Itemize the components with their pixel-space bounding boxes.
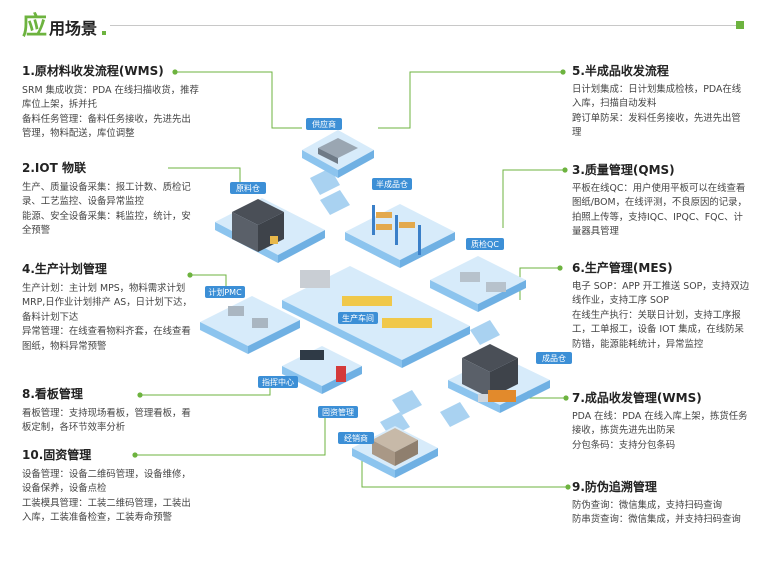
tag-raw-warehouse-text: 原料仓 <box>236 183 260 193</box>
section-line: 日计划集成：日计划集成检核，PDA在线入库，扫描自动发料 <box>572 84 742 110</box>
section-line: 防伪查询：微信集成，支持扫码查询 <box>572 500 723 511</box>
section-line: 能源、安全设备采集：耗监控，统计，安全预警 <box>22 210 191 237</box>
section-line: 生产、质量设备采集：报工计数、质检记录、工艺监控、设备异常监控 <box>22 182 191 208</box>
title-rest: 用场景 <box>49 19 98 38</box>
tag-pmc: 计划PMC <box>205 286 245 298</box>
section-line: 工装模具管理：工装二维码管理，工装出入库，工装准备检查，工装寿命预警 <box>22 497 191 524</box>
top-corner-square <box>736 21 744 29</box>
section-heading: 3.质量管理(QMS) <box>572 163 675 177</box>
tag-supplier: 供应商 <box>306 118 342 130</box>
tag-qc-text: 质检QC <box>471 239 499 249</box>
tag-pmc-text: 计划PMC <box>208 287 242 297</box>
section-fixed-assets: 10.固资管理 设备管理：设备二维码管理，设备维修，设备保养，设备点检 工装模具… <box>22 448 200 526</box>
section-heading: 6.生产管理(MES) <box>572 261 673 275</box>
platform-qc <box>430 256 526 312</box>
tag-finished-warehouse: 成品仓 <box>536 352 572 364</box>
top-divider <box>110 25 738 26</box>
section-anti-counterfeit: 9.防伪追溯管理 防伪查询：微信集成，支持扫码查询 防串货查询：微信集成，并支持… <box>572 480 750 528</box>
tag-raw-warehouse: 原料仓 <box>230 182 266 194</box>
tag-command-center-text: 指挥中心 <box>262 377 294 387</box>
section-line: 分包条码：支持分包条码 <box>572 439 676 451</box>
section-production-planning: 4.生产计划管理 生产计划：主计划 MPS，物料需求计划 MRP,日作业计划排产… <box>22 262 200 354</box>
section-heading: 4.生产计划管理 <box>22 262 107 276</box>
section-heading: 1.原材料收发流程(WMS) <box>22 64 164 78</box>
section-line: 异常管理：在线查看物料齐套，在线查看图纸，物料异常预警 <box>22 326 191 352</box>
section-line: 备料任务管理：备料任务接收，先进先出管理，物料配送，库位调整 <box>22 113 191 140</box>
tag-command-center: 指挥中心 <box>258 376 298 388</box>
section-heading: 10.固资管理 <box>22 448 92 462</box>
area-tags: 供应商 原料仓 半成品仓 质检QC 计划PMC 生产车间 成品仓 指挥中心 固资… <box>205 118 572 444</box>
section-line: 在线生产执行：关联日计划，支持工序报工，工单报工，设备 IOT 集成，在线防呆防… <box>572 309 744 350</box>
section-line: 平板在线QC：用户使用平板可以在线查看图纸/BOM，在线评测，不良原因的记录，拍… <box>572 183 747 238</box>
tag-dealer: 经销商 <box>338 432 374 444</box>
tag-supplier-text: 供应商 <box>312 119 336 129</box>
section-mes: 6.生产管理(MES) 电子 SOP：APP 开工推送 SOP，支持双边线作业，… <box>572 261 750 352</box>
platform-semi-warehouse <box>345 204 455 268</box>
platform-pmc <box>200 296 300 354</box>
section-heading: 5.半成品收发流程 <box>572 64 669 78</box>
section-line: 看板管理：支持现场看板，管理看板，看板定制，各环节效率分析 <box>22 408 191 434</box>
tag-dealer-text: 经销商 <box>344 433 368 443</box>
tag-fixed-assets-text: 固资管理 <box>322 407 354 417</box>
tag-finished-warehouse-text: 成品仓 <box>542 353 566 363</box>
section-iot: 2.IOT 物联 生产、质量设备采集：报工计数、质检记录、工艺监控、设备异常监控… <box>22 161 200 239</box>
section-qms: 3.质量管理(QMS) 平板在线QC：用户使用平板可以在线查看图纸/BOM，在线… <box>572 163 750 240</box>
title-big-char: 应 <box>22 11 48 40</box>
section-line: 生产计划：主计划 MPS，物料需求计划 MRP,日作业计划排产 AS，日计划下达… <box>22 283 192 323</box>
section-heading: 8.看板管理 <box>22 387 83 401</box>
props <box>228 138 518 466</box>
section-raw-material-wms: 1.原材料收发流程(WMS) SRM 集成收货：PDA 在线扫描收货，推荐库位上… <box>22 64 200 142</box>
tag-workshop-text: 生产车间 <box>342 313 374 323</box>
section-heading: 2.IOT 物联 <box>22 161 86 175</box>
title-dot <box>102 31 107 35</box>
section-semi-finished: 5.半成品收发流程 日计划集成：日计划集成检核，PDA在线入库，扫描自动发料 跨… <box>572 64 750 141</box>
section-heading: 7.成品收发管理(WMS) <box>572 391 702 405</box>
section-line: PDA 在线：PDA 在线入库上架，拣货任务接收，拣货先进先出防呆 <box>572 411 748 437</box>
tag-fixed-assets: 固资管理 <box>318 406 358 418</box>
tag-qc: 质检QC <box>466 238 504 250</box>
section-line: SRM 集成收货：PDA 在线扫描收货，推荐库位上架，拆并托 <box>22 85 199 111</box>
tag-semi-warehouse: 半成品仓 <box>372 178 412 190</box>
section-title: 应 用场景 <box>22 11 107 40</box>
section-kanban: 8.看板管理 看板管理：支持现场看板，管理看板，看板定制，各环节效率分析 <box>22 387 200 436</box>
section-heading: 9.防伪追溯管理 <box>572 480 657 494</box>
section-line: 防串货查询：微信集成，并支持扫码查询 <box>572 514 741 526</box>
tag-semi-warehouse-text: 半成品仓 <box>376 179 408 189</box>
section-line: 设备管理：设备二维码管理，设备维修，设备保养，设备点检 <box>22 469 191 495</box>
tag-workshop: 生产车间 <box>338 312 378 324</box>
section-line: 电子 SOP：APP 开工推送 SOP，支持双边线作业，支持工序 SOP <box>572 281 750 307</box>
section-finished-wms: 7.成品收发管理(WMS) PDA 在线：PDA 在线入库上架，拣货任务接收，拣… <box>572 391 750 453</box>
section-line: 跨订单防呆：发料任务接收，先进先出管理 <box>572 112 741 139</box>
